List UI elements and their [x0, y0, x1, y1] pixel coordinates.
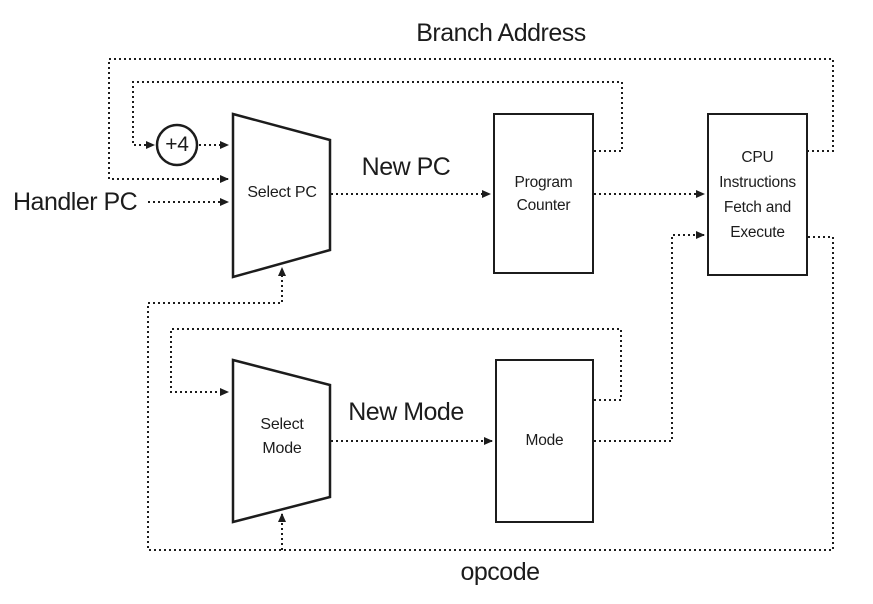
handler-pc-signal-label: Handler PC [13, 188, 138, 216]
mode-to-selectmode-loop-line [170, 328, 622, 401]
plus4-adder-shape [155, 123, 199, 167]
select-mode-mux-shape [231, 358, 332, 524]
program-counter-label-line2: Counter [516, 196, 571, 214]
select-mode-label-line1: Select [260, 416, 304, 433]
cpu-fetch-execute-box: CPU Instructions Fetch and Execute [707, 113, 808, 276]
new-mode-signal-label: New Mode [348, 398, 464, 426]
cpu-label-line2: Instructions [719, 173, 796, 191]
branch-address-line [108, 58, 834, 183]
program-counter-box: Program Counter [493, 113, 594, 274]
plus4-adder-label: +4 [165, 133, 189, 156]
select-mode-label: Select Mode [234, 413, 330, 461]
opcode-line [147, 236, 834, 551]
program-counter-label-line1: Program [514, 173, 573, 191]
new-pc-signal-label: New PC [361, 153, 451, 181]
select-pc-mux-shape [231, 112, 332, 279]
cpu-label-line3: Fetch and [723, 198, 792, 216]
select-mode-label-line2: Mode [262, 440, 302, 457]
cpu-label-line1: CPU [741, 148, 774, 166]
branch-address-signal-label: Branch Address [416, 19, 586, 47]
mode-label: Mode [525, 432, 564, 449]
select-pc-label: Select PC [247, 184, 317, 201]
mode-to-cpu-line [594, 231, 705, 442]
pc-to-plus4-loop-line [132, 81, 623, 152]
mode-register-box: Mode [495, 359, 594, 523]
cpu-label-line4: Execute [730, 223, 785, 241]
opcode-signal-label: opcode [460, 558, 540, 586]
